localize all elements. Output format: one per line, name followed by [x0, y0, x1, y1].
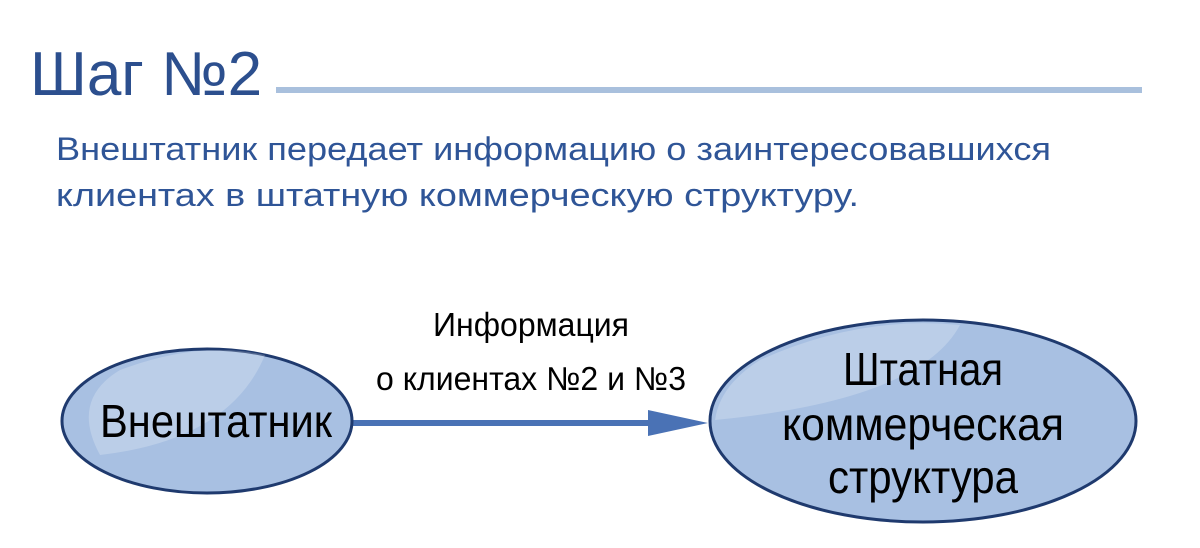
arrow-connector — [352, 410, 708, 436]
title-rule — [276, 87, 1142, 93]
description-line-2: клиентах в штатную коммерческую структур… — [56, 177, 859, 213]
edge-label-line-2: о клиентах №2 и №3 — [376, 360, 686, 397]
target-node-label-line-1: Штатная — [843, 343, 1003, 395]
source-node: Внештатник — [60, 347, 354, 495]
description-line-1: Внештатник передает информацию о заинтер… — [56, 131, 1051, 167]
page-title: Шаг №2 — [30, 40, 262, 109]
target-node-label-line-3: структура — [828, 451, 1018, 503]
target-node-label-line-2: коммерческая — [782, 398, 1064, 450]
source-node-label: Внештатник — [100, 395, 333, 447]
edge-label-line-1: Информация — [433, 306, 629, 343]
arrowhead-icon — [648, 410, 708, 436]
target-node: Штатная коммерческая структура — [708, 318, 1138, 524]
